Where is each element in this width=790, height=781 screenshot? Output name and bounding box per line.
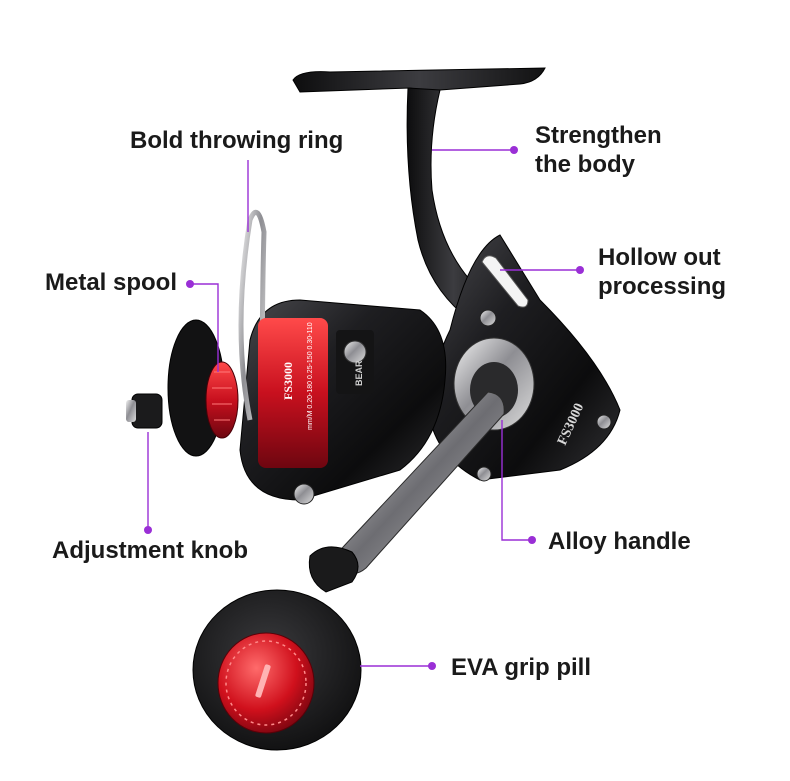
- label-strengthen-line2: the body: [535, 151, 635, 178]
- eva-grip-cap-ring: [225, 640, 307, 726]
- label-alloy-handle-text: Alloy handle: [548, 528, 691, 555]
- label-adjustment-knob-text: Adjustment knob: [52, 537, 248, 564]
- hollow-cutout: [481, 255, 529, 308]
- body-screw-top: [479, 309, 497, 327]
- label-eva-grip-pill-text: EVA grip pill: [451, 654, 592, 681]
- callout-dot-hollow: [576, 266, 584, 274]
- body-screw-low: [476, 466, 492, 482]
- label-hollow-line2: processing: [598, 273, 727, 300]
- brand-badge-text: BEAR: [354, 360, 364, 386]
- callout-dot-alloy-handle: [528, 536, 536, 544]
- label-strengthen-the-body: Strengthen the body: [535, 121, 662, 179]
- label-metal-spool: Metal spool: [45, 268, 177, 297]
- callout-dots: [144, 146, 584, 670]
- callout-lines: [147, 149, 580, 667]
- label-bold-throwing-ring: Bold throwing ring: [130, 126, 343, 155]
- callout-dot-strengthen: [510, 146, 518, 154]
- label-bold-throwing-ring-text: Bold throwing ring: [130, 127, 344, 154]
- spool-red-band: [258, 318, 328, 468]
- label-metal-spool-text: Metal spool: [45, 269, 178, 296]
- label-hollow-line1: Hollow out: [598, 244, 721, 271]
- reel-foot: [292, 67, 546, 93]
- body-screw-right: [596, 414, 612, 430]
- callout-dot-metal-spool: [186, 280, 194, 288]
- spool-model-marking: FS3000: [281, 362, 295, 400]
- spool-spec-marking: mm/M 0.20-180 0.25-150 0.30-110: [307, 322, 314, 430]
- callout-line-metal-spool: [190, 283, 219, 372]
- callout-dot-eva: [428, 662, 436, 670]
- label-alloy-handle: Alloy handle: [548, 527, 691, 556]
- brand-emblem: [343, 340, 367, 364]
- label-strengthen-line1: Strengthen: [535, 122, 662, 149]
- drag-adjustment-knob: [131, 393, 163, 429]
- spool-knurled-ring: [205, 361, 239, 439]
- label-adjustment-knob: Adjustment knob: [52, 536, 248, 565]
- callout-line-alloy-handle: [501, 420, 532, 541]
- eva-grip-cap: [217, 632, 315, 734]
- eva-grip-cap-slot: [255, 664, 271, 698]
- label-eva-grip-pill: EVA grip pill: [451, 653, 591, 682]
- callout-dot-adjustment-knob: [144, 526, 152, 534]
- drag-knob-chrome: [126, 400, 136, 422]
- handle-knob-neck: [308, 546, 359, 593]
- bail-screw: [293, 483, 315, 505]
- label-hollow-out-processing: Hollow out processing: [598, 243, 726, 301]
